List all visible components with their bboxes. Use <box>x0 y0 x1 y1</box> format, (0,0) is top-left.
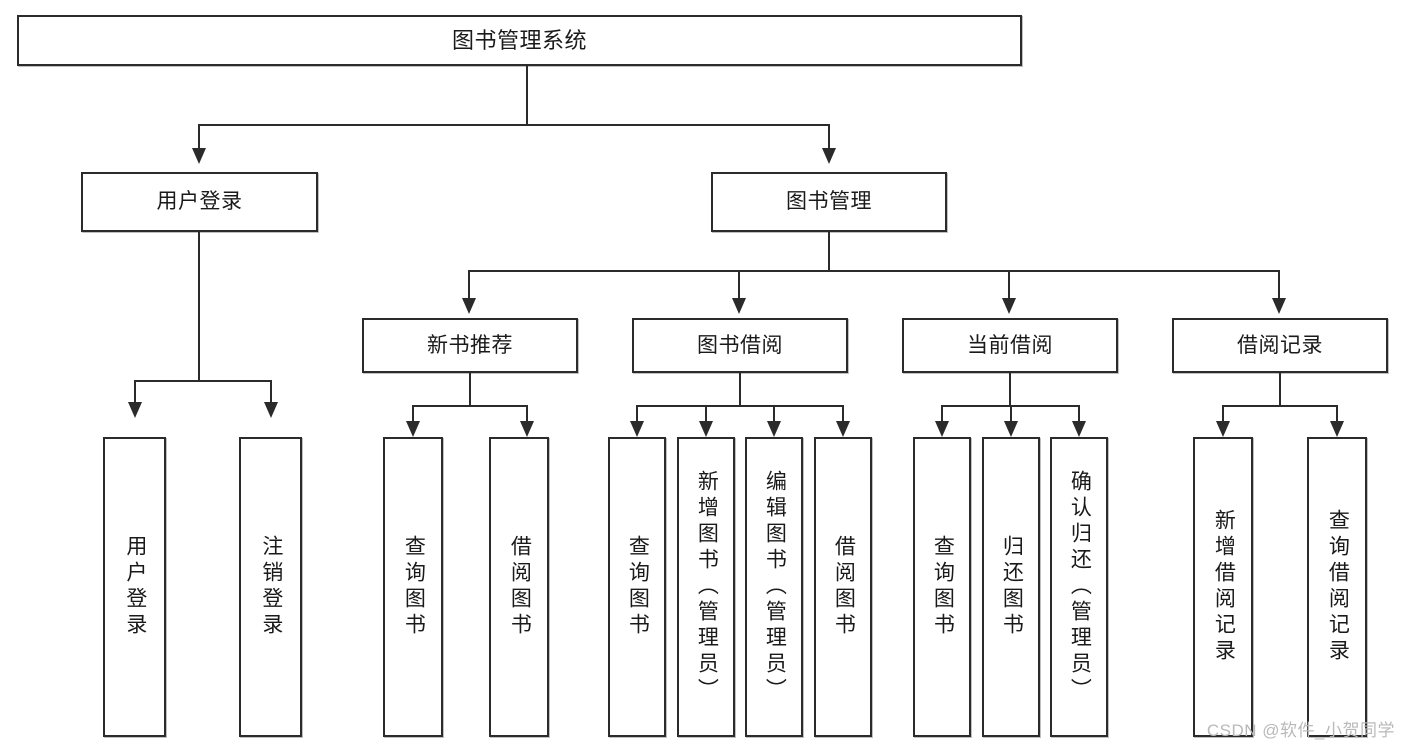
arrowhead-leaf-logout <box>264 402 278 418</box>
connector-cb-drop-3 <box>1078 405 1080 421</box>
arrowhead-nbr-borrow-book <box>520 421 534 437</box>
leaf-br-query-record[interactable]: 查询借阅记录 <box>1307 437 1367 737</box>
node-label: 查询图书 <box>402 535 426 639</box>
node-label: 当前借阅 <box>967 333 1053 357</box>
connector-user-login-bus <box>134 380 272 382</box>
connector-root-bus <box>198 124 830 126</box>
connector-nbr-drop-2 <box>526 405 528 421</box>
leaf-bb-edit-book-admin[interactable]: 编辑图书（管理员） <box>745 437 803 737</box>
connector-br-drop-2 <box>1336 405 1338 421</box>
connector-level3-drop-1 <box>468 270 470 298</box>
arrowhead-br-query-record <box>1330 421 1344 437</box>
arrowhead-bb-borrow-book <box>836 421 850 437</box>
arrowhead-cb-return-book <box>1004 421 1018 437</box>
leaf-cb-query-book[interactable]: 查询图书 <box>913 437 971 737</box>
node-label: 图书管理 <box>786 190 872 214</box>
node-label: 确认归还（管理员） <box>1068 470 1092 704</box>
arrowhead-nbr-query-book <box>406 421 420 437</box>
node-label: 借阅记录 <box>1237 333 1323 357</box>
node-label: 新增借阅记录 <box>1212 509 1236 665</box>
arrowhead-bb-edit-book <box>767 421 781 437</box>
connector-bb-drop-4 <box>842 405 844 421</box>
node-book-management[interactable]: 图书管理 <box>711 172 947 232</box>
node-borrow-record[interactable]: 借阅记录 <box>1172 318 1388 373</box>
leaf-br-add-record[interactable]: 新增借阅记录 <box>1193 437 1253 737</box>
arrowhead-new-book-recommend <box>462 298 476 314</box>
arrowhead-current-borrow <box>1002 298 1016 314</box>
connector-bb-drop-1 <box>636 405 638 421</box>
node-root-library-system[interactable]: 图书管理系统 <box>17 15 1022 66</box>
connector-cb-drop-1 <box>941 405 943 421</box>
node-current-borrow[interactable]: 当前借阅 <box>902 318 1118 373</box>
leaf-bb-borrow-book[interactable]: 借阅图书 <box>814 437 872 737</box>
arrowhead-book-borrow <box>732 298 746 314</box>
arrowhead-user-login <box>192 148 206 164</box>
leaf-nbr-query-book[interactable]: 查询图书 <box>383 437 443 737</box>
connector-br-bus <box>1222 405 1338 407</box>
connector-user-login-drop-1 <box>134 380 136 402</box>
leaf-user-login[interactable]: 用户登录 <box>103 437 166 737</box>
node-label: 查询借阅记录 <box>1326 509 1350 665</box>
leaf-nbr-borrow-book[interactable]: 借阅图书 <box>489 437 549 737</box>
connector-book-management-stem <box>828 232 830 270</box>
node-label: 新增图书（管理员） <box>695 470 719 704</box>
connector-user-login-stem <box>198 232 200 380</box>
arrowhead-cb-query-book <box>935 421 949 437</box>
node-new-book-recommend[interactable]: 新书推荐 <box>362 318 578 373</box>
leaf-cb-confirm-return-admin[interactable]: 确认归还（管理员） <box>1050 437 1108 737</box>
node-label: 借阅图书 <box>508 535 532 639</box>
node-label: 图书管理系统 <box>451 27 587 53</box>
connector-level3-drop-2 <box>738 270 740 298</box>
arrowhead-leaf-user-login <box>128 402 142 418</box>
connector-cb-drop-2 <box>1010 405 1012 421</box>
connector-nbr-stem <box>469 373 471 405</box>
leaf-logout[interactable]: 注销登录 <box>239 437 302 737</box>
node-label: 新书推荐 <box>427 333 513 357</box>
arrowhead-borrow-record <box>1272 298 1286 314</box>
connector-root-drop-right <box>828 124 830 148</box>
connector-nbr-bus <box>412 405 528 407</box>
connector-bb-bus <box>636 405 844 407</box>
arrowhead-br-add-record <box>1216 421 1230 437</box>
node-label: 借阅图书 <box>832 535 856 639</box>
connector-root-drop-left <box>198 124 200 148</box>
leaf-bb-add-book-admin[interactable]: 新增图书（管理员） <box>677 437 735 737</box>
connector-bb-stem <box>739 373 741 405</box>
connector-level3-bus <box>468 270 1280 272</box>
connector-level3-drop-3 <box>1008 270 1010 298</box>
connector-user-login-drop-2 <box>270 380 272 402</box>
node-label: 编辑图书（管理员） <box>763 470 787 704</box>
node-label: 归还图书 <box>1000 535 1024 639</box>
connector-root-stem <box>526 66 528 124</box>
node-label: 图书借阅 <box>697 333 783 357</box>
arrowhead-book-management <box>822 148 836 164</box>
arrowhead-bb-add-book <box>699 421 713 437</box>
node-label: 查询图书 <box>931 535 955 639</box>
node-label: 查询图书 <box>626 535 650 639</box>
watermark-csdn: CSDN @软件_小贺同学 <box>1206 721 1395 740</box>
arrowhead-cb-confirm-return <box>1072 421 1086 437</box>
node-user-login[interactable]: 用户登录 <box>81 172 318 232</box>
connector-nbr-drop-1 <box>412 405 414 421</box>
connector-bb-drop-2 <box>705 405 707 421</box>
connector-level3-drop-4 <box>1278 270 1280 298</box>
leaf-bb-query-book[interactable]: 查询图书 <box>608 437 666 737</box>
node-book-borrow[interactable]: 图书借阅 <box>632 318 848 373</box>
connector-bb-drop-3 <box>773 405 775 421</box>
leaf-cb-return-book[interactable]: 归还图书 <box>982 437 1040 737</box>
connector-br-stem <box>1279 373 1281 405</box>
node-label: 注销登录 <box>259 535 283 639</box>
connector-br-drop-1 <box>1222 405 1224 421</box>
arrowhead-bb-query-book <box>630 421 644 437</box>
node-label: 用户登录 <box>123 535 147 639</box>
node-label: 用户登录 <box>156 190 243 214</box>
connector-cb-stem <box>1009 373 1011 405</box>
